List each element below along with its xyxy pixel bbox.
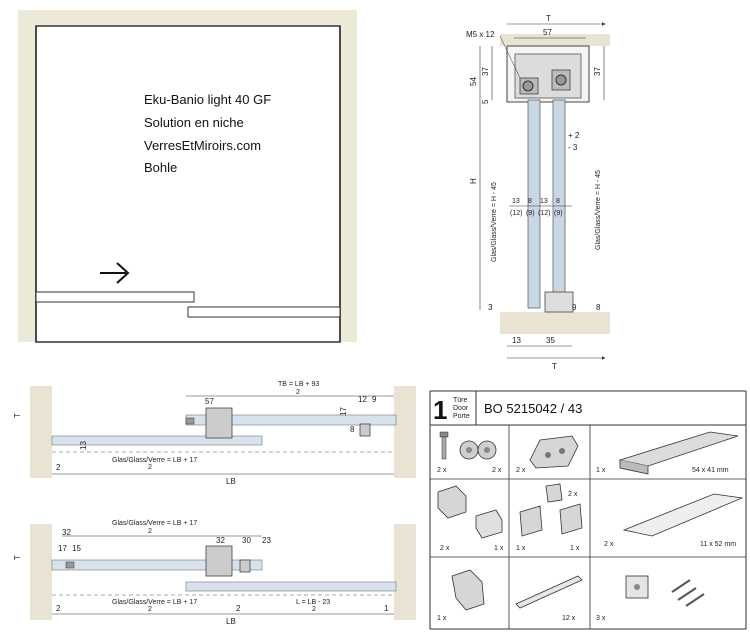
plan1-glass-div: 2 bbox=[148, 464, 152, 471]
plan2-l-formula: L = LB - 23 bbox=[296, 599, 330, 606]
plan1-d57: 57 bbox=[205, 397, 214, 406]
plan-view-2: T Glas/Glass/Verre = LB + 17 2 32 17 15 … bbox=[13, 520, 416, 626]
plan1-t: T bbox=[13, 413, 22, 418]
roller-icon bbox=[459, 440, 497, 460]
dim-37a: 37 bbox=[481, 67, 490, 76]
rail-icon bbox=[618, 431, 739, 475]
qty-1b: 2 x bbox=[492, 467, 502, 474]
cross-section-drawing: T 57 M5 x 12 54 37 5 H Glas/Glass/Verre … bbox=[466, 14, 610, 371]
plan1-tb-div: 2 bbox=[296, 389, 300, 396]
qty-5c: 1 x bbox=[570, 545, 580, 552]
end-stop-icon bbox=[451, 569, 485, 611]
niche-title: Eku-Banio light 40 GF bbox=[144, 92, 271, 107]
qty-5b: 2 x bbox=[568, 491, 578, 498]
plan2-glass-bottom-formula: Glas/Glass/Verre = LB + 17 bbox=[112, 599, 197, 606]
dim-b9: 9 bbox=[572, 303, 577, 312]
dim-g8b: 8 bbox=[556, 198, 560, 205]
qty-5a: 1 x bbox=[516, 545, 526, 552]
adj-minus: - 3 bbox=[568, 143, 578, 152]
dim-g12a: (12) bbox=[510, 210, 522, 217]
plan2-d2a: 2 bbox=[56, 604, 61, 613]
plan1-d17: 17 bbox=[339, 407, 348, 416]
dim-g9b: (9) bbox=[554, 210, 563, 217]
dim-top-t: T bbox=[546, 14, 551, 23]
plan1-d2: 2 bbox=[56, 463, 61, 472]
part-code: BO 5215042 / 43 bbox=[484, 401, 582, 416]
guide-block-icon bbox=[437, 485, 503, 539]
dim-5: 5 bbox=[481, 99, 490, 104]
plan1-glass-formula: Glas/Glass/Verre = LB + 17 bbox=[112, 457, 197, 464]
niche-drawing: Eku-Banio light 40 GF Solution en niche … bbox=[18, 10, 357, 343]
dim-h: H bbox=[469, 178, 478, 184]
plan2-glass-bottom-div: 2 bbox=[148, 606, 152, 613]
plan1-tb-formula: TB = LB + 93 bbox=[278, 381, 319, 388]
plan1-lb: LB bbox=[226, 477, 236, 486]
dim-b8: 8 bbox=[596, 303, 601, 312]
niche-brand: Bohle bbox=[144, 160, 177, 175]
dim-g12b: (12) bbox=[538, 210, 550, 217]
plan2-d15: 15 bbox=[72, 544, 81, 553]
plan1-d12: 12 bbox=[358, 395, 367, 404]
size-6: 11 x 52 mm bbox=[700, 541, 736, 548]
plan1-d9: 9 bbox=[372, 395, 377, 404]
qty-7: 1 x bbox=[437, 615, 447, 622]
plan2-d32a: 32 bbox=[62, 528, 71, 537]
qty-8: 12 x bbox=[562, 615, 576, 622]
arrow-right-icon bbox=[100, 262, 130, 284]
mounting-plate-icon bbox=[625, 575, 705, 607]
plan2-t: T bbox=[13, 555, 22, 560]
plan2-d32b: 32 bbox=[216, 536, 225, 545]
qty-4b: 1 x bbox=[494, 545, 504, 552]
dim-g8a: 8 bbox=[528, 198, 532, 205]
adj-plus: + 2 bbox=[568, 131, 580, 140]
clip-icon bbox=[519, 483, 583, 537]
dim-g9a: (9) bbox=[526, 210, 535, 217]
door-word-de: Türe bbox=[453, 397, 468, 404]
carriage-icon bbox=[529, 435, 579, 469]
niche-subtitle: Solution en niche bbox=[144, 115, 244, 130]
plan2-lb: LB bbox=[226, 617, 236, 626]
plan2-d30: 30 bbox=[242, 536, 251, 545]
plan2-glass-top-div: 2 bbox=[148, 528, 152, 535]
dim-m5: M5 x 12 bbox=[466, 30, 495, 39]
qty-1a: 2 x bbox=[437, 467, 447, 474]
plan2-d17: 17 bbox=[58, 544, 67, 553]
dim-g13b: 13 bbox=[540, 198, 548, 205]
parts-table: 1 Türe Door Porte BO 5215042 / 43 2 x 2 … bbox=[429, 390, 747, 630]
dim-57: 57 bbox=[543, 28, 552, 37]
plan2-d2b: 2 bbox=[236, 604, 241, 613]
plan2-glass-top-formula: Glas/Glass/Verre = LB + 17 bbox=[112, 520, 197, 527]
dim-b3: 3 bbox=[488, 303, 493, 312]
qty-4a: 2 x bbox=[440, 545, 450, 552]
door-word-fr: Porte bbox=[453, 413, 470, 420]
door-word-en: Door bbox=[453, 405, 469, 412]
qty-2: 2 x bbox=[516, 467, 526, 474]
dim-54: 54 bbox=[469, 77, 478, 86]
dim-g13a: 13 bbox=[512, 198, 520, 205]
plan1-d13: 13 bbox=[79, 441, 88, 450]
plan2-d23: 23 bbox=[262, 536, 271, 545]
plan2-d1: 1 bbox=[384, 604, 389, 613]
cover-profile-icon bbox=[622, 493, 744, 537]
glass-left-formula: Glas/Glass/Verre = H - 45 bbox=[491, 182, 498, 262]
door-count: 1 bbox=[433, 395, 447, 425]
qty-9: 3 x bbox=[596, 615, 606, 622]
dim-bottom-t: T bbox=[552, 362, 557, 371]
plan-view-1: T TB = LB + 93 2 57 12 9 17 8 13 Glas/Gl… bbox=[13, 381, 416, 486]
glass-right-formula: Glas/Glass/Verre = H - 45 bbox=[595, 170, 602, 250]
qty-6: 2 x bbox=[604, 541, 614, 548]
seal-strip-icon bbox=[515, 575, 583, 609]
niche-website: VerresEtMiroirs.com bbox=[144, 138, 261, 153]
plan1-d8: 8 bbox=[350, 425, 355, 434]
qty-3: 1 x bbox=[596, 467, 606, 474]
dim-37b: 37 bbox=[593, 67, 602, 76]
dim-w13: 13 bbox=[512, 336, 521, 345]
size-3: 54 x 41 mm bbox=[692, 467, 729, 474]
dim-w35: 35 bbox=[546, 336, 555, 345]
plan2-l-div: 2 bbox=[312, 606, 316, 613]
screw-icon bbox=[439, 431, 449, 460]
